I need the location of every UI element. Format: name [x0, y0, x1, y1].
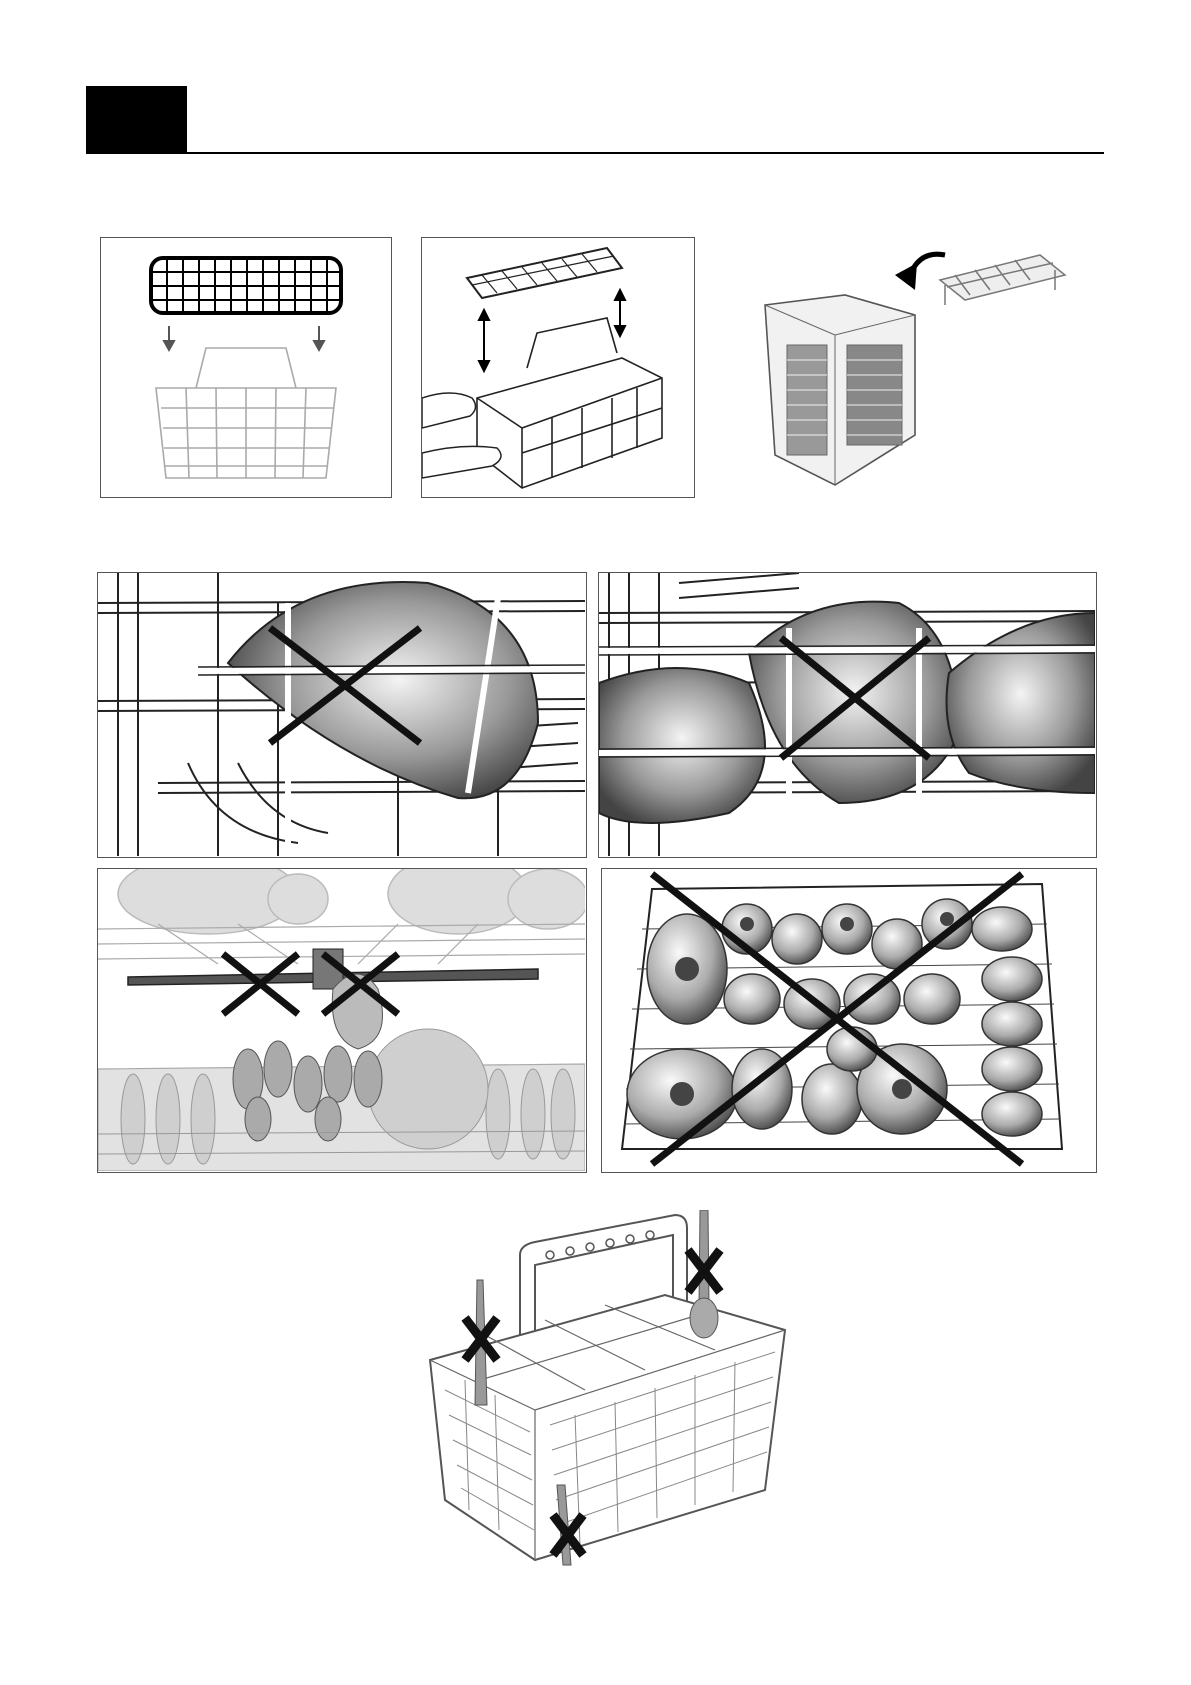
wrong-loading-icon [98, 869, 585, 1171]
cutlery-basket-lid-icon [101, 238, 390, 496]
figure-side-basket-flip [755, 235, 1085, 500]
cutlery-basket-lift-icon [422, 238, 693, 496]
figure-lid-lift-off [421, 237, 695, 498]
figure-spray-arm-blocked [97, 868, 587, 1173]
wrong-loading-icon [98, 573, 585, 856]
header-rule [86, 152, 1104, 154]
figure-bowl-blocking-rack [97, 572, 587, 858]
section-tab [86, 86, 187, 153]
figure-cutlery-basket-misuse [425, 1210, 795, 1570]
wrong-loading-icon [602, 869, 1095, 1171]
figure-bowls-overlapping [598, 572, 1097, 858]
cutlery-basket-icon [425, 1210, 795, 1570]
figure-grid-lid-onto-basket [100, 237, 392, 498]
figure-overloaded-rack [601, 868, 1097, 1173]
wrong-loading-icon [599, 573, 1095, 856]
cutlery-basket-rotate-icon [755, 235, 1085, 500]
